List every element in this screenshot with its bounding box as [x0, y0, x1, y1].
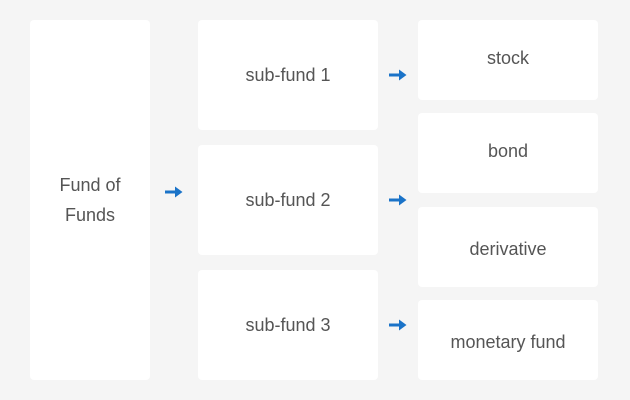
bond-node: bond: [418, 113, 598, 193]
sub-fund-1-node: sub-fund 1: [198, 20, 378, 130]
derivative-node: derivative: [418, 207, 598, 287]
sub-fund-2-node: sub-fund 2: [198, 145, 378, 255]
fund-of-funds-label: Fund of Funds: [59, 175, 121, 225]
sub-fund-2-label: sub-fund 2: [245, 190, 331, 210]
sub-fund-3-node: sub-fund 3: [198, 270, 378, 380]
sub-fund-3-label: sub-fund 3: [245, 315, 331, 335]
stock-node: stock: [418, 20, 598, 100]
bond-label: bond: [487, 141, 529, 161]
monetary-fund-label: monetary fund: [450, 332, 566, 352]
sub-fund-1-label: sub-fund 1: [245, 65, 331, 85]
stock-label: stock: [486, 48, 529, 68]
fund-of-funds-node: Fund of Funds: [30, 20, 150, 380]
derivative-label: derivative: [469, 239, 547, 259]
monetary-fund-node: monetary fund: [418, 300, 598, 380]
arrow-right-icon: [165, 186, 183, 198]
arrow-right-icon: [389, 194, 407, 206]
arrow-right-icon: [389, 319, 407, 331]
arrow-right-icon: [389, 69, 407, 81]
